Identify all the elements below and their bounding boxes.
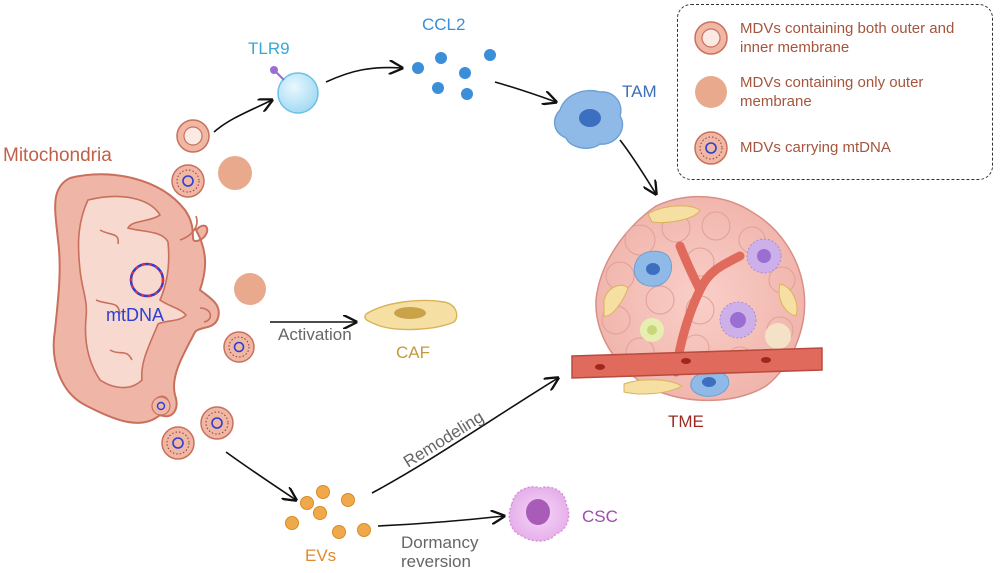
legend-text: MDVs containing both outer and inner mem…	[740, 20, 955, 56]
dormancy-reversion-label: Dormancy reversion	[401, 533, 483, 571]
legend-box: MDVs containing both outer and inner mem…	[677, 4, 993, 180]
arrow-dormancy	[377, 516, 504, 527]
csc-cell	[508, 486, 570, 542]
arrow-to-evs	[225, 451, 296, 500]
mtdna-vesicle	[151, 396, 171, 416]
outer-membrane-vesicle	[234, 273, 266, 305]
arrow-tam-to-tme	[619, 139, 656, 194]
tlr9-receptor	[270, 66, 319, 114]
mtdna-label: mtDNA	[106, 305, 164, 325]
arrow-to-tlr9	[213, 100, 272, 133]
arrow-remodeling	[371, 378, 558, 494]
mtdna-vesicle-icon	[694, 131, 728, 165]
caf-label: CAF	[396, 343, 430, 362]
arrow-tlr9-to-ccl2	[325, 68, 402, 83]
legend-item-outer-membrane: MDVs containing only outer membrane	[692, 73, 980, 111]
arrows	[213, 68, 656, 527]
arrow-ccl2-to-tam	[494, 81, 556, 102]
csc-label: CSC	[582, 507, 618, 526]
tme-label: TME	[668, 412, 704, 431]
tlr9-label: TLR9	[248, 39, 290, 58]
legend-item-mtdna: MDVs carrying mtDNA	[692, 129, 980, 167]
dormancy-line-2: reversion	[401, 552, 471, 571]
mtdna-vesicle	[161, 426, 195, 460]
ccl2-molecules	[412, 49, 496, 100]
mitochondria-label: Mitochondria	[3, 145, 112, 166]
remodeling-label: Remodeling	[400, 407, 487, 471]
tme-tumor	[595, 195, 806, 402]
tam-cell	[553, 89, 624, 149]
ev-particles	[285, 485, 371, 539]
mtdna-vesicle	[171, 164, 205, 198]
legend-text: MDVs containing only outer membrane	[740, 74, 924, 110]
mtdna-ring	[129, 262, 165, 298]
activation-label: Activation	[278, 325, 352, 344]
tam-label: TAM	[622, 82, 657, 101]
legend-text: MDVs carrying mtDNA	[740, 139, 891, 156]
double-membrane-vesicle	[176, 119, 210, 153]
mtdna-vesicle	[223, 331, 255, 363]
double-membrane-vesicle-icon	[694, 21, 728, 55]
mtdna-vesicle	[200, 406, 234, 440]
evs-label: EVs	[305, 546, 336, 565]
legend-item-double-membrane: MDVs containing both outer and inner mem…	[692, 19, 980, 57]
outer-membrane-vesicle	[218, 156, 252, 190]
mitochondrion	[52, 173, 220, 424]
blood-vessel	[571, 347, 823, 379]
dormancy-line-1: Dormancy	[401, 533, 479, 552]
outer-membrane-vesicle-icon	[695, 76, 727, 108]
caf-cell	[364, 299, 458, 331]
ccl2-label: CCL2	[422, 15, 465, 34]
